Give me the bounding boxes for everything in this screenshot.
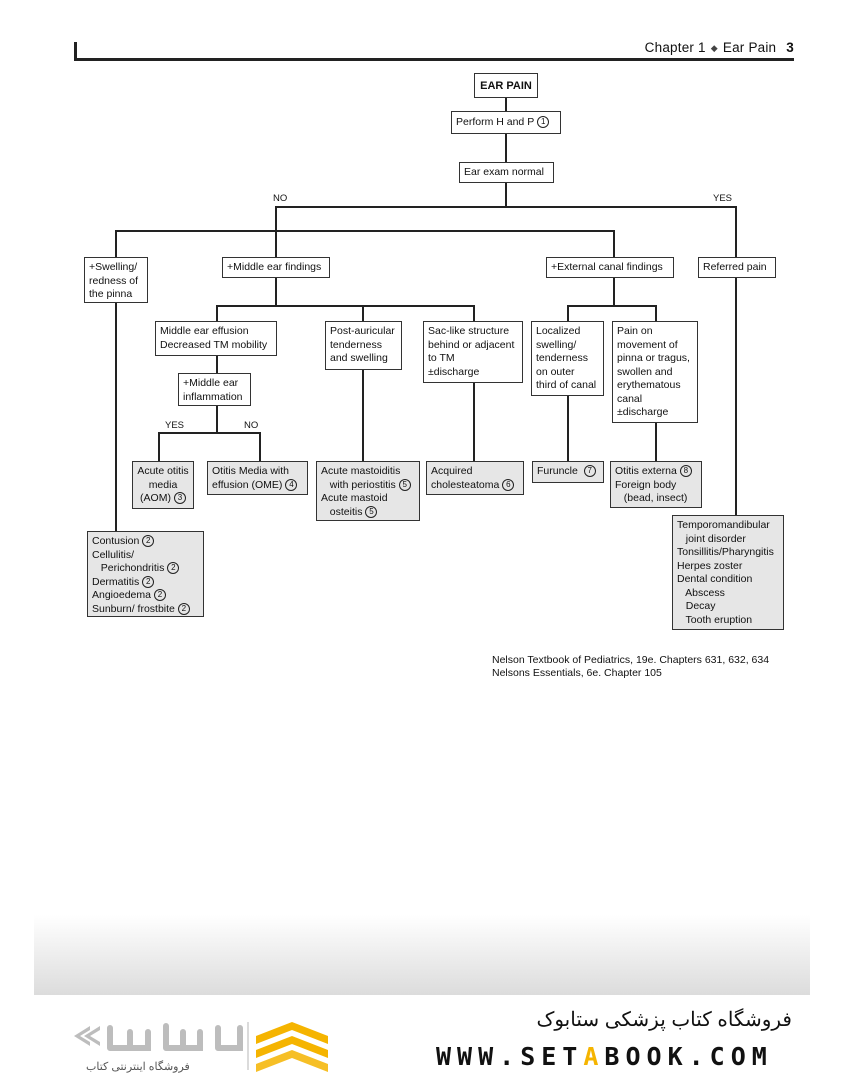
logo-tagline: فروشگاه اینترنتی کتاب	[86, 1061, 190, 1073]
aom-line3: (AOM)	[140, 492, 171, 504]
mastoiditis-line4: osteitis	[329, 505, 363, 518]
swelling-pinna-box: +Swelling/ redness of the pinna	[84, 257, 148, 303]
note-marker: 5	[365, 505, 378, 518]
dx-dermatitis: Dermatitis	[92, 575, 140, 588]
aom-box: Acute otitis media (AOM)3	[132, 461, 194, 509]
otitis-externa-line2: Foreign body	[615, 478, 677, 491]
note-marker: 8	[679, 465, 692, 478]
logo-wordmark-icon	[107, 1023, 243, 1051]
store-name: فروشگاه کتاب پزشکی ستابوک	[536, 1009, 792, 1031]
ear-exam-box: Ear exam normal	[459, 162, 554, 183]
setabook-logo	[74, 1022, 328, 1072]
note-marker: 4	[285, 478, 298, 491]
referred-pain-box: Referred pain	[698, 257, 776, 278]
branch-no-label: NO	[273, 193, 288, 204]
note-marker: 2	[167, 562, 180, 575]
dx-angioedema: Angioedema	[92, 589, 151, 601]
dx-sunburn: Sunburn/ frostbite	[92, 602, 175, 615]
inflammation-yes-label: YES	[165, 420, 185, 431]
aom-line1: Acute otitis	[137, 465, 189, 477]
note-marker: 3	[173, 492, 186, 505]
otitis-externa-line3: (bead, insect)	[623, 492, 688, 504]
note-marker: 5	[398, 478, 411, 491]
note-marker: 6	[502, 478, 515, 491]
inflammation-box: +Middle ear inflammation	[178, 373, 251, 406]
source-reference: Nelson Textbook of Pediatrics, 19e. Chap…	[492, 654, 770, 679]
url-accent: A	[583, 1042, 605, 1071]
header-rule	[74, 58, 794, 61]
ome-box: Otitis Media with effusion (OME)4	[207, 461, 308, 495]
pain-on-movement-box: Pain on movement of pinna or tragus, swo…	[612, 321, 698, 423]
url-part3: BOOK.COM	[604, 1042, 773, 1071]
note-marker: 7	[583, 465, 596, 478]
effusion-box: Middle ear effusion Decreased TM mobilit…	[155, 321, 277, 356]
note-marker: 1	[537, 116, 550, 129]
header-topic: Ear Pain	[722, 40, 777, 55]
aom-line2: media	[148, 478, 178, 491]
note-marker: 2	[142, 575, 155, 588]
sac-like-box: Sac-like structure behind or adjacent to…	[423, 321, 523, 383]
chart-title: EAR PAIN	[474, 73, 538, 98]
inflammation-no-label: NO	[244, 420, 259, 431]
external-canal-findings-box: +External canal findings	[546, 257, 674, 278]
url-part1: WWW.SET	[436, 1042, 584, 1071]
post-auricular-box: Post-auricular tenderness and swelling	[325, 321, 402, 370]
mastoiditis-line3: Acute mastoid	[321, 492, 388, 504]
mastoiditis-line1: Acute mastoiditis	[321, 465, 401, 477]
otitis-externa-line1: Otitis externa	[615, 465, 677, 477]
cholesteatoma-line1: Acquired	[431, 465, 473, 477]
note-marker: 2	[177, 602, 190, 615]
mastoiditis-line2: with periostitis	[329, 478, 396, 491]
logo-book-icon	[256, 1022, 328, 1072]
note-marker: 2	[153, 589, 166, 602]
ome-line1: Otitis Media with	[212, 465, 290, 477]
page-number: 3	[786, 40, 794, 55]
store-url[interactable]: WWW.SETABOOK.COM	[436, 1042, 773, 1071]
logo-chevrons-icon	[74, 1026, 100, 1046]
referred-diagnoses-box: Temporomandibular joint disorder Tonsill…	[672, 515, 784, 630]
middle-ear-findings-box: +Middle ear findings	[222, 257, 330, 278]
dx-perichondritis: Perichondritis	[100, 562, 165, 574]
branch-yes-label: YES	[713, 193, 733, 204]
header-left-bar	[74, 42, 77, 60]
furuncle-text: Furuncle	[537, 465, 578, 477]
header-chapter: Chapter 1	[644, 40, 706, 55]
cholesteatoma-line2: cholesteatoma	[431, 478, 500, 491]
localized-swelling-box: Localized swelling/ tenderness on outer …	[531, 321, 604, 396]
dx-contusion: Contusion	[92, 535, 140, 547]
ome-line2: effusion (OME)	[212, 478, 283, 491]
note-marker: 2	[142, 535, 155, 548]
furuncle-box: Furuncle 7	[532, 461, 604, 483]
history-physical-text: Perform H and P	[456, 116, 535, 128]
running-header: Chapter 1 ◆ Ear Pain 3	[645, 40, 794, 55]
dx-cellulitis: Cellulitis/	[92, 548, 135, 561]
footer-fade	[34, 915, 810, 995]
diamond-icon: ◆	[710, 43, 718, 53]
